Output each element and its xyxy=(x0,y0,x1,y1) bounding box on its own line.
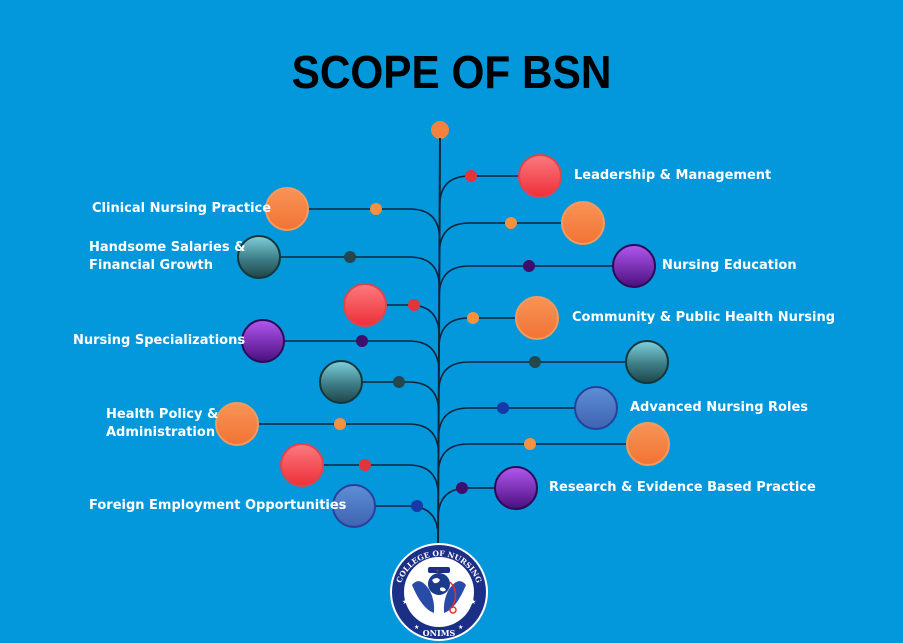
branch-dot xyxy=(356,335,368,347)
branch-node-teal xyxy=(625,340,669,384)
branch-label: Nursing Specializations xyxy=(73,333,246,348)
branch-node-teal xyxy=(237,235,281,279)
branch-dot xyxy=(370,203,382,215)
branch-node-orange xyxy=(561,201,605,245)
branch-label: Leadership & Management xyxy=(574,168,772,183)
branch-node-red xyxy=(518,154,562,198)
branch-line xyxy=(259,256,441,288)
page-title: SCOPE OF BSN xyxy=(291,46,612,98)
branch-label: Clinical Nursing Practice xyxy=(92,201,272,216)
branch-dot xyxy=(334,418,346,430)
branch-dot xyxy=(393,376,405,388)
college-logo: COLLEGE OF NURSING ONIMS ★ ★ ★ ★ + xyxy=(390,543,488,641)
globe-hands-stethoscope-icon: + xyxy=(412,567,466,614)
branch-dot xyxy=(465,170,477,182)
branch-node-red xyxy=(280,443,324,487)
branch-label: Community & Public Health Nursing xyxy=(572,310,836,325)
branch-label: Foreign Employment Opportunities xyxy=(89,498,347,513)
star-icon: ★ xyxy=(470,598,476,606)
logo-bottom-text: ONIMS xyxy=(423,628,456,638)
branch-node-blue xyxy=(332,484,376,528)
branch-line xyxy=(302,464,440,496)
branch-node-purple xyxy=(241,319,285,363)
branch-label: Research & Evidence Based Practice xyxy=(549,480,816,495)
branch-label: Handsome Salaries &Financial Growth xyxy=(89,240,246,273)
branch-dot xyxy=(408,299,420,311)
branch-dot xyxy=(529,356,541,368)
branch-node-teal xyxy=(319,360,363,404)
branch-node-purple xyxy=(612,244,656,288)
branch-line xyxy=(354,505,439,537)
branch-node-orange xyxy=(215,402,259,446)
branch-label: Advanced Nursing Roles xyxy=(630,400,809,415)
svg-text:+: + xyxy=(436,569,440,575)
branch-line xyxy=(437,407,596,439)
branch-dot xyxy=(497,402,509,414)
branch-label: Health Policy &Administration xyxy=(106,407,219,440)
branch-line xyxy=(237,423,440,455)
branch-node-blue xyxy=(574,386,618,430)
branch-node-red xyxy=(343,283,387,327)
branch-line xyxy=(287,208,441,240)
branch-line xyxy=(263,340,440,372)
branch-dot xyxy=(456,482,468,494)
branch-dot xyxy=(344,251,356,263)
branch-dot xyxy=(467,312,479,324)
star-icon: ★ xyxy=(414,624,419,631)
branch-line xyxy=(341,381,440,413)
branch-node-orange xyxy=(515,296,559,340)
top-node xyxy=(431,121,449,139)
branch-node-orange xyxy=(265,187,309,231)
branch-label: Nursing Education xyxy=(662,258,797,273)
branch-dot xyxy=(359,459,371,471)
branch-dot xyxy=(524,438,536,450)
branch-node-purple xyxy=(494,466,538,510)
branch-line xyxy=(438,265,634,297)
branch-node-orange xyxy=(626,422,670,466)
branch-dot xyxy=(411,500,423,512)
star-icon: ★ xyxy=(458,624,463,631)
branch-dot xyxy=(505,217,517,229)
branch-line xyxy=(438,222,583,254)
branch-line xyxy=(437,361,647,393)
branch-dot xyxy=(523,260,535,272)
branch-line xyxy=(437,487,516,519)
branch-line xyxy=(437,443,648,475)
star-icon: ★ xyxy=(402,598,408,606)
